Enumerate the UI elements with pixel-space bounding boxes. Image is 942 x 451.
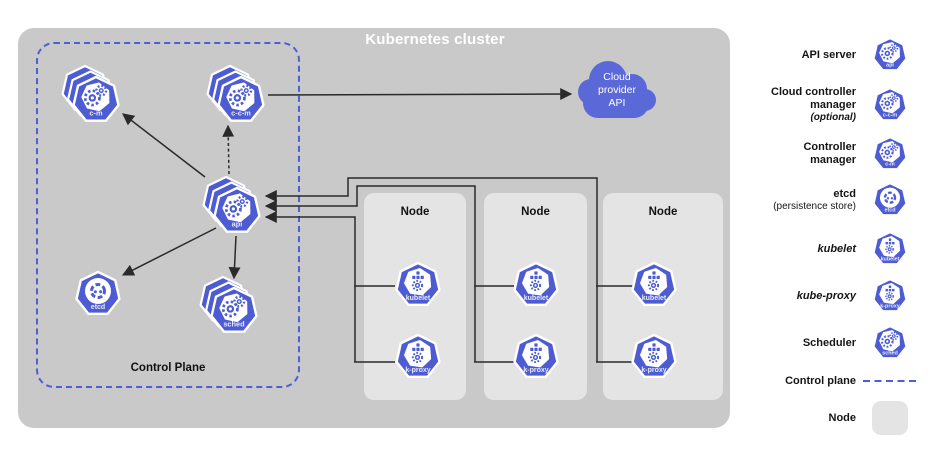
legend-item-controller-manager: Controller manager c-m bbox=[750, 132, 930, 176]
legend-item-control-plane: Control plane bbox=[750, 366, 930, 396]
scheduler-icon: sched bbox=[194, 271, 274, 351]
api-hexagon-graphic: api bbox=[872, 36, 908, 72]
api-icon-label: api bbox=[232, 220, 243, 229]
controller-manager-icon: c-m bbox=[56, 60, 136, 140]
cluster-title: Kubernetes cluster bbox=[365, 31, 505, 48]
kproxy-icon-label: k-proxy bbox=[880, 304, 899, 310]
legend-item-text: Node bbox=[750, 411, 857, 425]
etcd-icon-label: etcd bbox=[884, 208, 895, 214]
legend-item-etcd: etcd(persistence store)etcd bbox=[750, 176, 930, 224]
node-swatch bbox=[872, 401, 908, 435]
ccm-hexagon-graphic: c-c-m bbox=[206, 64, 265, 122]
kubelet-icon-node2: kubelet bbox=[509, 258, 563, 312]
ccm-icon-label: c-c-m bbox=[883, 113, 898, 119]
legend-item-symbol: etcd bbox=[862, 178, 918, 222]
cm-icon-label: c-m bbox=[89, 109, 103, 118]
legend-item-cloud-controller-manager: Cloud controller manager(optional) c-c-m bbox=[750, 80, 930, 130]
kubelet-icon-label: kubelet bbox=[642, 295, 667, 302]
legend-item-node: Node bbox=[750, 394, 930, 442]
cm-hexagon-graphic: c-m bbox=[872, 135, 908, 171]
kproxy-hexagon-graphic: k-proxy bbox=[631, 333, 677, 379]
kubelet-hexagon-graphic: kubelet bbox=[872, 230, 908, 266]
legend-item-label: etcd bbox=[833, 187, 856, 200]
legend-item-text: kube-proxy bbox=[750, 290, 856, 303]
kubelet-icon-label: kubelet bbox=[524, 295, 549, 302]
etcd-hexagon-graphic: etcd bbox=[872, 181, 908, 217]
kubelet-icon-node3: kubelet bbox=[627, 258, 681, 312]
legend-item-symbol bbox=[862, 378, 918, 384]
kproxy-icon-label: k-proxy bbox=[641, 367, 666, 374]
legend-item-text: kubelet bbox=[750, 243, 856, 256]
cm-icon-label: c-m bbox=[885, 162, 895, 168]
legend-item-sublabel: (optional) bbox=[810, 112, 856, 123]
legend-item-symbol: sched bbox=[862, 321, 918, 365]
kproxy-hexagon-graphic: k-proxy bbox=[513, 333, 559, 379]
kproxy-hexagon-graphic: k-proxy bbox=[395, 333, 441, 379]
legend-item-label: kubelet bbox=[817, 242, 856, 255]
control-plane-dash-swatch bbox=[863, 380, 917, 382]
legend-item-label: Cloud controller manager bbox=[771, 86, 856, 111]
kubelet-hexagon-graphic: kubelet bbox=[395, 261, 441, 307]
api-server-icon: api bbox=[197, 171, 277, 251]
kproxy-icon-label: k-proxy bbox=[523, 367, 548, 374]
kubelet-icon-node1: kubelet bbox=[391, 258, 445, 312]
kube-proxy-icon-node1: k-proxy bbox=[391, 330, 445, 384]
legend-item-symbol: c-c-m bbox=[862, 83, 918, 127]
cm-hexagon-graphic: c-m bbox=[61, 64, 120, 122]
legend-item-symbol: c-m bbox=[862, 132, 918, 176]
kube-proxy-icon-node2: k-proxy bbox=[509, 330, 563, 384]
node-label: Node bbox=[400, 206, 430, 218]
legend-item-sublabel: (persistence store) bbox=[773, 200, 856, 212]
etcd-icon-label: etcd bbox=[91, 304, 105, 311]
kproxy-icon-label: k-proxy bbox=[405, 367, 430, 374]
legend-item-text: Controller manager bbox=[750, 141, 856, 167]
kubelet-hexagon-graphic: kubelet bbox=[513, 261, 559, 307]
sched-hexagon-graphic: sched bbox=[872, 324, 908, 360]
api-hexagon-graphic: api bbox=[202, 175, 261, 233]
legend-item-kube-proxy: kube-proxy k-proxy bbox=[750, 272, 930, 320]
etcd-hexagon-graphic: etcd bbox=[75, 270, 121, 316]
legend-item-symbol: api bbox=[862, 33, 918, 77]
legend-item-text: Control plane bbox=[750, 375, 856, 388]
legend-item-label: Scheduler bbox=[802, 336, 856, 349]
sched-icon-label: sched bbox=[223, 320, 245, 329]
legend-item-label: Controller manager bbox=[803, 141, 856, 166]
kubelet-icon-label: kubelet bbox=[406, 295, 431, 302]
ccm-hexagon-graphic: c-c-m bbox=[872, 86, 908, 122]
control-plane-label: Control Plane bbox=[130, 362, 206, 374]
kubelet-hexagon-graphic: kubelet bbox=[631, 261, 677, 307]
legend-item-label: Node bbox=[828, 411, 857, 424]
legend-item-text: Cloud controller manager(optional) bbox=[750, 86, 856, 124]
legend-item-symbol: kubelet bbox=[862, 227, 918, 271]
legend-item-text: Scheduler bbox=[750, 337, 856, 350]
legend-item-text: etcd(persistence store) bbox=[750, 188, 856, 213]
legend-item-label: kube-proxy bbox=[796, 289, 856, 302]
etcd-icon: etcd bbox=[71, 267, 125, 321]
legend-item-symbol bbox=[862, 401, 918, 435]
legend-item-symbol: k-proxy bbox=[862, 274, 918, 318]
legend-item-label: API server bbox=[801, 48, 856, 61]
api-icon-label: api bbox=[886, 63, 894, 69]
node-label: Node bbox=[521, 206, 550, 218]
node-label: Node bbox=[648, 206, 678, 218]
ccm-icon-label: c-c-m bbox=[231, 109, 251, 118]
kproxy-hexagon-graphic: k-proxy bbox=[872, 277, 908, 313]
kube-proxy-icon-node3: k-proxy bbox=[627, 330, 681, 384]
legend-item-scheduler: Scheduler sched bbox=[750, 320, 930, 366]
legend-item-api-server: API server api bbox=[750, 34, 930, 76]
legend-item-text: API server bbox=[750, 49, 856, 62]
kubelet-icon-label: kubelet bbox=[881, 257, 900, 263]
sched-hexagon-graphic: sched bbox=[199, 275, 258, 333]
cloud-controller-manager-icon: c-c-m bbox=[201, 60, 281, 140]
sched-icon-label: sched bbox=[882, 351, 898, 357]
cloud-provider-api-label: Cloud provider API bbox=[598, 71, 636, 109]
legend-item-kubelet: kubelet kubelet bbox=[750, 226, 930, 272]
legend-item-label: Control plane bbox=[785, 374, 856, 387]
